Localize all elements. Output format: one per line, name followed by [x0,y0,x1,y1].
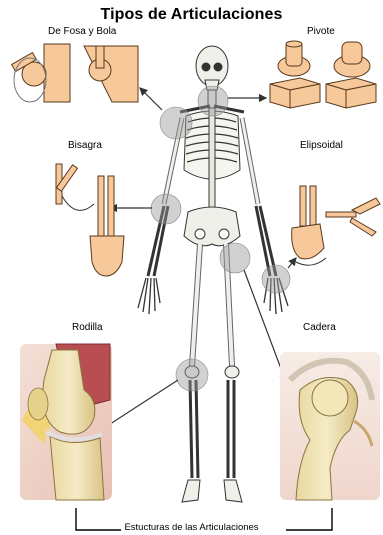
pivot-model [270,41,376,108]
highlight-shoulder [160,107,192,139]
highlight-elbow [151,194,181,224]
spine [209,108,215,220]
highlight-hip [220,243,250,273]
knee-illustration [20,344,112,500]
highlight-wrist [262,265,290,293]
foot-left [224,480,242,502]
footer-text: Estucturas de las Articulaciones [121,522,261,533]
hinge-model [56,164,124,276]
footer-caption: Estucturas de las Articulaciones [0,522,383,533]
tibia-right [190,380,198,478]
ball-socket-model [12,44,138,102]
highlight-knee [176,359,208,391]
foot-right [182,480,200,502]
ellipsoid-model [292,186,380,265]
hand-right [138,278,160,314]
highlight-neck [198,86,228,116]
hip-illustration [280,352,380,500]
pelvis [184,207,240,246]
tibia-left [228,380,234,478]
